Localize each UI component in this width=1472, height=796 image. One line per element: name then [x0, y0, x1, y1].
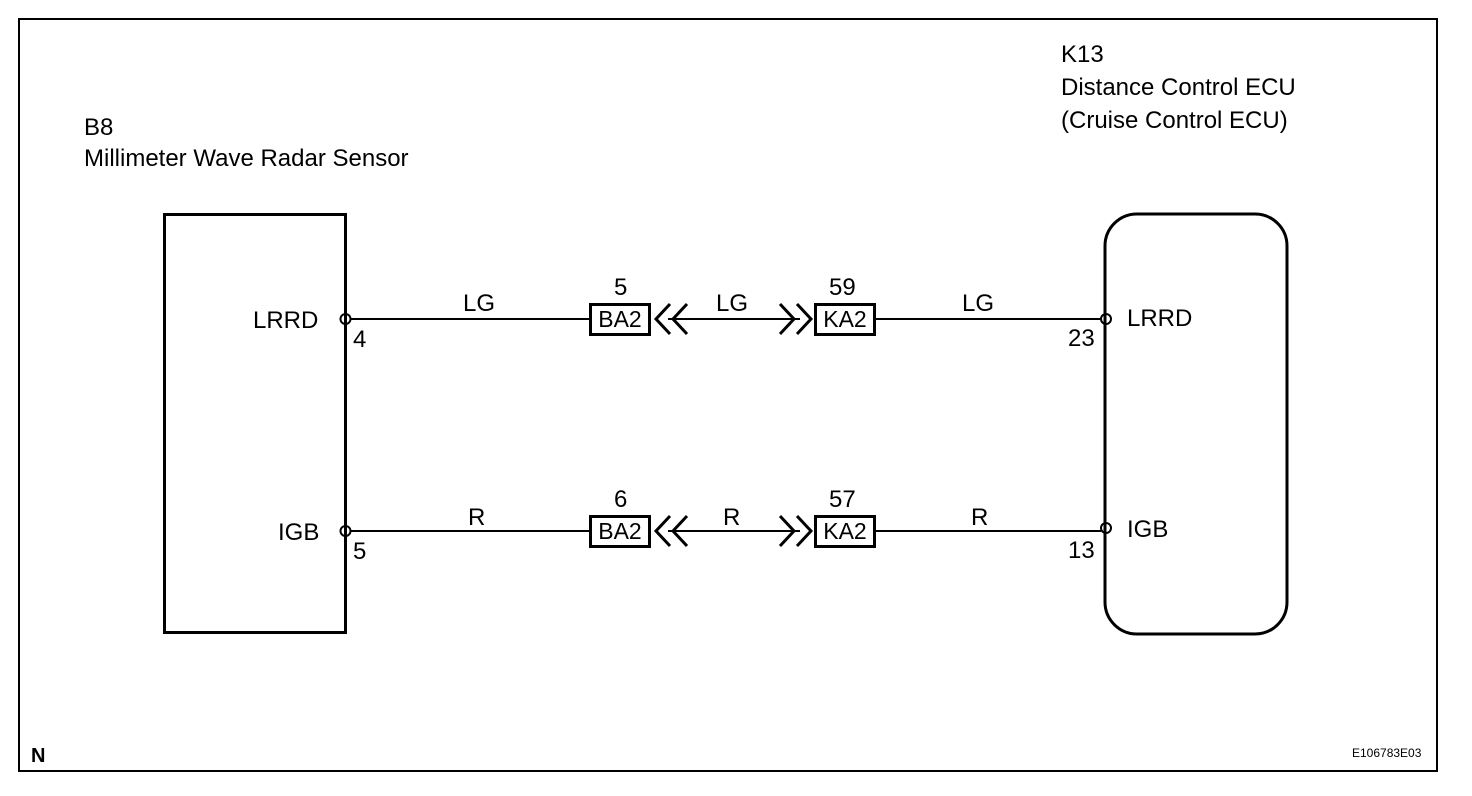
left-pin-label-igb: IGB — [278, 519, 320, 546]
ecu-outline — [1103, 212, 1289, 636]
radar-sensor-outline — [163, 213, 347, 634]
left-component-code: B8 — [84, 114, 114, 141]
circuit-lrrd — [339, 302, 1112, 336]
connector-pin-number: 6 — [614, 486, 628, 513]
connector-chevron-right-1 — [778, 302, 797, 336]
connector-chevron-right-2 — [795, 302, 814, 336]
connector-chevron-right-1 — [778, 514, 797, 548]
connector-chevron-left-1 — [653, 302, 672, 336]
wire-color-label: LG — [962, 290, 995, 317]
right-component-alt-name: (Cruise Control ECU) — [1061, 107, 1288, 134]
left-component-name: Millimeter Wave Radar Sensor — [84, 145, 409, 172]
right-pin-label-lrrd: LRRD — [1127, 305, 1193, 332]
wire-color-label: LG — [463, 290, 496, 317]
right-pin-number-igb: 13 — [1068, 537, 1095, 564]
diagram-frame — [18, 18, 1438, 772]
connector-ka2: KA2 — [814, 303, 876, 336]
footer-mark: N — [31, 745, 46, 767]
connector-ba2: BA2 — [589, 303, 651, 336]
wire-color-label: R — [468, 504, 486, 531]
wire-color-label: R — [971, 504, 989, 531]
connector-pin-number: 5 — [614, 274, 628, 301]
right-component-name: Distance Control ECU — [1061, 74, 1296, 101]
right-pin-number-lrrd: 23 — [1068, 325, 1095, 352]
left-pin-label-lrrd: LRRD — [253, 307, 319, 334]
wire-color-label: R — [723, 504, 741, 531]
connector-pin-number: 59 — [829, 274, 856, 301]
left-pin-number-igb: 5 — [353, 538, 367, 565]
connector-chevron-left-2 — [670, 302, 689, 336]
right-component-code: K13 — [1061, 41, 1104, 68]
left-pin-number-lrrd: 4 — [353, 326, 367, 353]
figure-id: E106783E03 — [1352, 746, 1422, 760]
connector-pin-number: 57 — [829, 486, 856, 513]
connector-chevron-left-1 — [653, 514, 672, 548]
connector-chevron-left-2 — [670, 514, 689, 548]
connector-ba2: BA2 — [589, 515, 651, 548]
connector-chevron-right-2 — [795, 514, 814, 548]
right-pin-label-igb: IGB — [1127, 516, 1169, 543]
connector-ka2: KA2 — [814, 515, 876, 548]
wire-color-label: LG — [716, 290, 749, 317]
